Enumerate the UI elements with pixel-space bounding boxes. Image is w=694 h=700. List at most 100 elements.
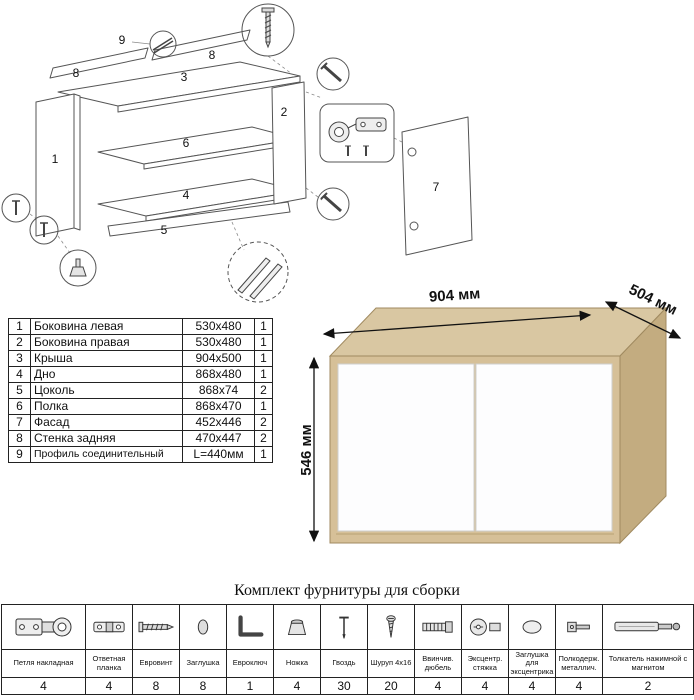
part-number-cell: 7 [8, 414, 31, 431]
hardware-name-cell: Ввинчив. дюбель [414, 648, 462, 679]
part-size-cell: 868x480 [182, 366, 255, 383]
depth-arrow [604, 301, 682, 339]
callout-hardware [12, 7, 387, 300]
right-door [475, 363, 613, 532]
screw-callout-top [241, 3, 295, 57]
table-row: 7 Фасад 452x446 2 [8, 414, 273, 431]
hardware-qty-cell: 30 [320, 677, 368, 696]
strike-plate-icon [93, 621, 125, 633]
hinge-cup-hole [409, 221, 419, 231]
screw-icon [12, 200, 48, 237]
parts-list-table: 1 Боковина левая 530x480 1 2 Боковина пр… [8, 318, 273, 463]
hardware-name-cell: Эксцентр. стяжка [461, 648, 509, 679]
part-label-2: 2 [281, 105, 288, 119]
part-name-cell: Цоколь [30, 382, 183, 399]
part-name-cell: Стенка задняя [30, 430, 183, 447]
part-number-cell: 9 [8, 446, 31, 463]
part-name-cell: Боковина правая [30, 334, 183, 351]
hardware-icon-row [1, 604, 694, 650]
hardware-kit-title: Комплект фурнитуры для сборки [234, 582, 460, 599]
foot-icon [287, 619, 307, 636]
left-door [337, 363, 475, 532]
profile-icon [152, 37, 174, 54]
part-name-cell: Полка [30, 398, 183, 415]
hardware-name-cell: Толкатель нажимной с магнитом [602, 648, 694, 679]
hardware-name-cell: Шуруп 4x16 [367, 648, 415, 679]
part-number-cell: 1 [8, 318, 31, 335]
table-row: 2 Боковина правая 530x480 1 [8, 334, 273, 351]
part-name-cell: Крыша [30, 350, 183, 367]
part-label-6: 6 [183, 136, 190, 150]
part-qty-cell: 2 [254, 430, 273, 447]
hinge-detail-box [319, 103, 395, 163]
hardware-qty-cell: 4 [555, 677, 603, 696]
hex-key-icon [238, 615, 264, 637]
confirmat-screw-icon [138, 621, 175, 633]
hardware-qty-cell: 4 [508, 677, 556, 696]
part-label-5: 5 [161, 223, 168, 237]
dimension-arrows [308, 301, 682, 543]
plinth-panel [107, 201, 291, 237]
hinge-icon [15, 617, 71, 637]
foot-icon [69, 258, 87, 277]
table-row: 5 Цоколь 868x74 2 [8, 382, 273, 399]
hardware-kit-table: Петля накладная Ответная планка Евровинт… [1, 604, 694, 696]
hardware-icon-cell [179, 604, 227, 650]
profile-callout [149, 30, 177, 58]
hinge-detail-icon [328, 117, 387, 156]
part-qty-cell: 2 [254, 414, 273, 431]
hardware-icon-cell [461, 604, 509, 650]
screw-icon [320, 62, 342, 213]
part-size-cell: 452x446 [182, 414, 255, 431]
hinge-cup-hole [407, 147, 417, 157]
part-number-cell: 5 [8, 382, 31, 399]
part-number-cell: 4 [8, 366, 31, 383]
threaded-dowel-icon [422, 621, 453, 633]
table-row: 8 Стенка задняя 470x447 2 [8, 430, 273, 447]
hardware-icon-cell [85, 604, 133, 650]
hardware-name-cell: Евровинт [132, 648, 180, 679]
part-size-cell: 470x447 [182, 430, 255, 447]
part-name-cell: Профиль соединительный [30, 446, 183, 463]
part-labels: 9 8 8 3 1 2 6 4 5 7 [52, 33, 440, 237]
push-latch-icon [614, 621, 681, 632]
shelf-support-icon [567, 621, 590, 633]
table-row: 3 Крыша 904x500 1 [8, 350, 273, 367]
hardware-icon-cell [414, 604, 462, 650]
cap-icon [197, 619, 209, 635]
hardware-qty-cell: 4 [461, 677, 509, 696]
part-qty-cell: 1 [254, 318, 273, 335]
hardware-qty-cell: 2 [602, 677, 694, 696]
leader-lines [29, 41, 403, 254]
hardware-icon-cell [1, 604, 86, 650]
screw-callout-left-upper [1, 193, 31, 223]
part-size-cell: 530x480 [182, 318, 255, 335]
nail-icon [339, 616, 349, 639]
part-size-cell: L=440мм [182, 446, 255, 463]
screw-callout-right-upper [316, 57, 350, 91]
part-qty-cell: 1 [254, 446, 273, 463]
part-label-1: 1 [52, 152, 59, 166]
hardware-qty-cell: 8 [179, 677, 227, 696]
part-qty-cell: 1 [254, 350, 273, 367]
part-label-8: 8 [209, 48, 216, 62]
part-number-cell: 3 [8, 350, 31, 367]
part-label-3: 3 [181, 70, 188, 84]
part-qty-cell: 1 [254, 334, 273, 351]
screw-callout-left-lower [29, 215, 59, 245]
hardware-name-cell: Евроключ [226, 648, 274, 679]
part-label-4: 4 [183, 188, 190, 202]
part-name-cell: Фасад [30, 414, 183, 431]
part-label-7: 7 [433, 180, 440, 194]
hardware-icon-cell [132, 604, 180, 650]
part-name-cell: Дно [30, 366, 183, 383]
hardware-name-cell: Петля накладная [1, 648, 86, 679]
profiles-pair-icon [237, 257, 283, 300]
hardware-name-cell: Ответная планка [85, 648, 133, 679]
back-panel-left [49, 47, 149, 79]
hardware-icon-cell [602, 604, 694, 650]
screw-icon [386, 615, 396, 638]
hardware-qty-cell: 8 [132, 677, 180, 696]
hardware-name-cell: Заглушка для эксцентрика [508, 648, 556, 679]
